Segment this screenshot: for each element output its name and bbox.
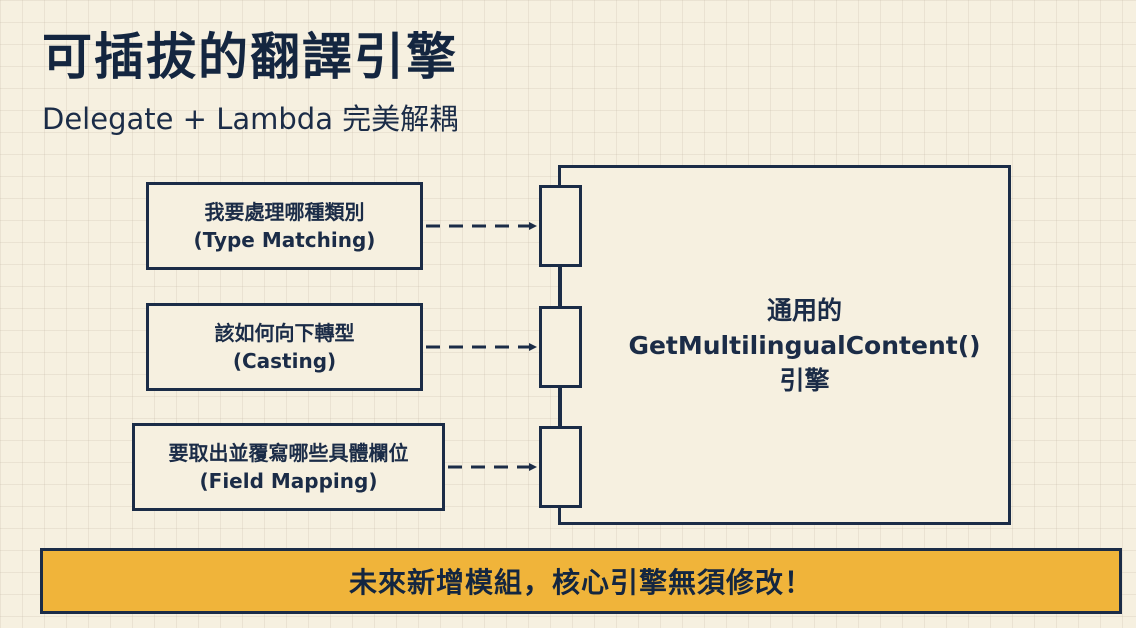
input-box-type-matching: 我要處理哪種類別 (Type Matching) [146, 182, 423, 270]
input-box-casting: 該如何向下轉型 (Casting) [146, 303, 423, 391]
slide-title: 可插拔的翻譯引擎 [42, 28, 458, 86]
slide-subtitle: Delegate + Lambda 完美解耦 [42, 102, 459, 136]
conclusion-banner: 未來新增模組，核心引擎無須修改！ [40, 548, 1122, 614]
input-box-field-mapping: 要取出並覆寫哪些具體欄位 (Field Mapping) [132, 423, 445, 511]
plugin-port-3 [539, 426, 582, 508]
conclusion-text: 未來新增模組，核心引擎無須修改！ [348, 566, 813, 599]
input-box-label: 要取出並覆寫哪些具體欄位 [168, 441, 409, 465]
input-box-sublabel: (Casting) [232, 349, 337, 373]
engine-label-prefix: 通用的 [766, 295, 842, 325]
input-box-label: 我要處理哪種類別 [204, 200, 365, 224]
engine-method-name: GetMultilingualContent() [628, 330, 981, 360]
input-box-sublabel: (Field Mapping) [199, 469, 378, 493]
input-box-sublabel: (Type Matching) [193, 228, 376, 252]
engine-box: 通用的 GetMultilingualContent() 引擎 [558, 165, 1011, 525]
plugin-port-2 [539, 306, 582, 388]
plugin-port-1 [539, 185, 582, 267]
input-box-label: 該如何向下轉型 [214, 321, 355, 345]
engine-label-suffix: 引擎 [779, 365, 830, 395]
